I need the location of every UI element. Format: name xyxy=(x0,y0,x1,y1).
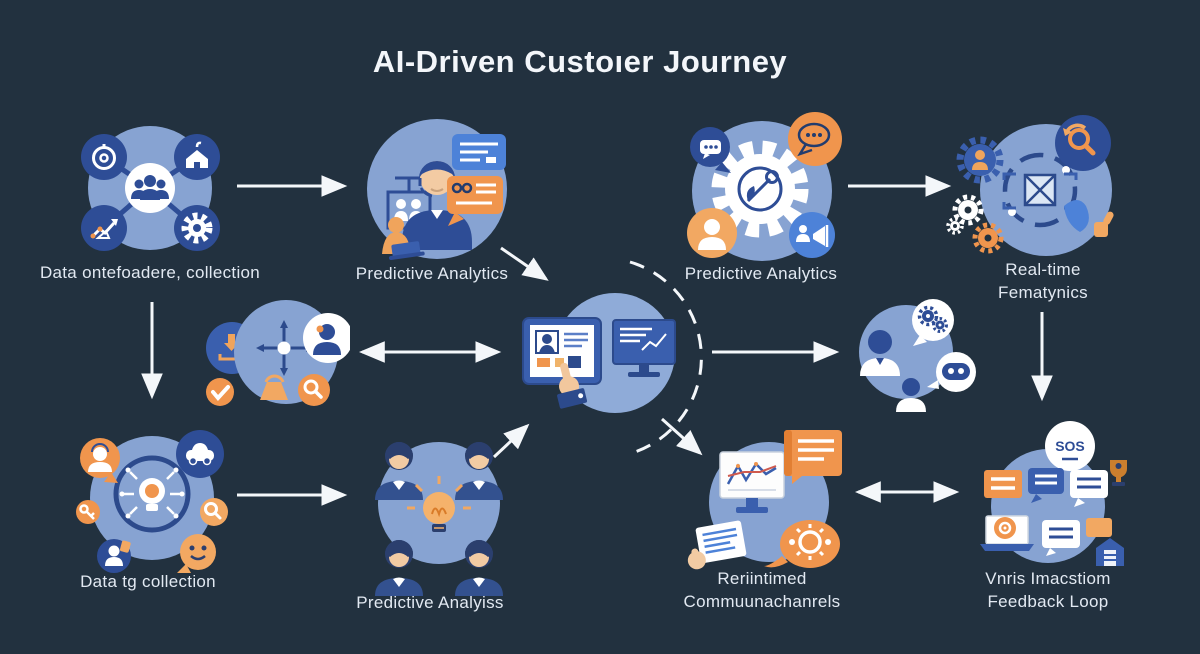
megaphone-people-icon xyxy=(789,212,835,258)
people-group-icon xyxy=(125,163,175,213)
node-comm-channels xyxy=(680,424,860,579)
node-data-collection-bottom xyxy=(62,428,242,578)
chat-bubble-icon xyxy=(452,134,506,170)
node-predictive-analytics-gear xyxy=(672,101,852,281)
node-label: Reriintimed Commuunachanrels xyxy=(683,569,841,611)
face-bubble-icon xyxy=(177,534,216,573)
gears-bubble-icon xyxy=(912,299,954,346)
person-gear-icon xyxy=(956,136,1004,184)
basket-icon xyxy=(260,374,288,400)
avatar-small-icon xyxy=(896,378,926,412)
tablet-profile-icon xyxy=(522,317,602,385)
node-label: Predictive Analytics xyxy=(684,264,838,283)
person-icon xyxy=(97,539,131,573)
robot-bubble-icon xyxy=(927,352,976,392)
car-icon xyxy=(176,430,224,478)
chat-bubbles-icon xyxy=(984,468,1112,556)
node-predictive-analytics-agent xyxy=(352,104,522,274)
note-icon xyxy=(784,430,842,484)
person-laptop-icon xyxy=(382,217,425,261)
dots-bubble-icon xyxy=(788,112,842,166)
magnifier-refresh-icon xyxy=(1055,115,1111,171)
key-icon xyxy=(76,500,100,524)
node-real-time-analytics xyxy=(946,108,1150,288)
checkmark-icon xyxy=(206,378,234,406)
team-people-icon xyxy=(375,442,503,596)
monitor-chart-icon xyxy=(612,319,676,377)
avatar-icon xyxy=(860,330,900,376)
headset-person-icon xyxy=(80,438,120,483)
pointing-hand-icon xyxy=(557,362,588,409)
trend-chart-icon xyxy=(81,205,127,251)
node-label: Data tg collection xyxy=(80,572,216,591)
gear-target-icon xyxy=(711,140,809,238)
person-badge-icon xyxy=(303,313,350,363)
sos-badge-icon: SOS xyxy=(1045,421,1095,471)
node-routing-hub xyxy=(190,288,350,428)
node-label: Real-time Fematynics xyxy=(998,260,1088,302)
node-label: Predictive Analyiss xyxy=(356,593,504,612)
trophy-icon xyxy=(1110,460,1127,486)
magnifier-icon xyxy=(200,498,228,526)
node-human-ai-chat xyxy=(838,292,988,422)
page-title: AI-Driven Custoıer Journey xyxy=(372,44,788,79)
node-label: Data ontefoadere, collection xyxy=(39,263,261,282)
node-label: Vnris Imacstiom Feedback Loop xyxy=(985,569,1111,611)
magnifier-icon xyxy=(298,374,330,406)
document-hand-icon xyxy=(687,520,747,570)
chat-bubble-icon xyxy=(690,127,731,173)
laptop-camera-icon xyxy=(980,515,1034,551)
lightbulb-icon xyxy=(407,476,471,532)
speech-bubble-icon xyxy=(447,176,503,226)
sos-text: SOS xyxy=(1055,438,1085,454)
gears-icon xyxy=(946,194,1004,254)
node-data-collection-top xyxy=(65,105,235,275)
thumbs-up-icon xyxy=(1064,200,1114,237)
idea-network-icon xyxy=(119,467,185,519)
monitor-linechart-icon xyxy=(719,451,785,513)
node-label: Predictive Analytics xyxy=(355,264,509,283)
node-predictive-analysis-team xyxy=(352,418,522,596)
node-customer-touchpoint xyxy=(512,288,692,443)
node-feedback-loop: SOS xyxy=(958,420,1138,570)
warehouse-icon xyxy=(1096,538,1124,566)
package-icon xyxy=(1023,173,1057,207)
sun-gear-bubble-icon xyxy=(764,520,840,568)
person-icon xyxy=(687,208,737,258)
gauge-icon xyxy=(81,134,127,180)
